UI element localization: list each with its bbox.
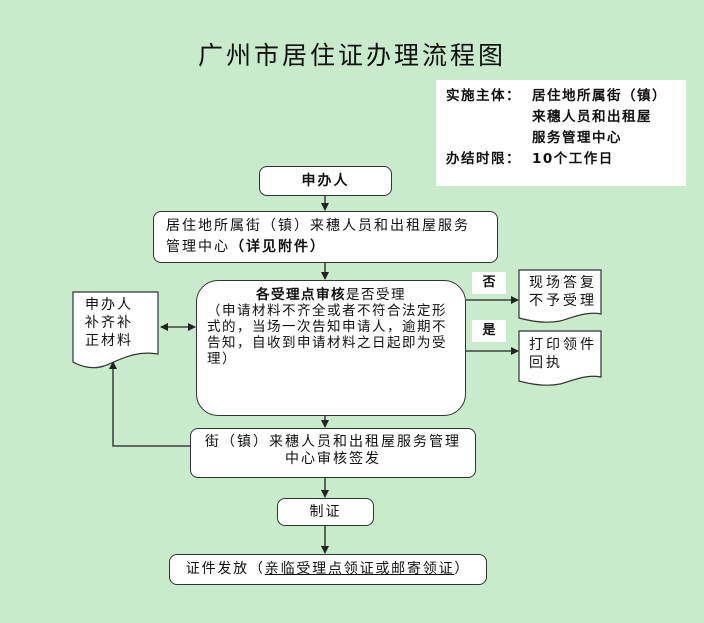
receipt-line-2: 回执 [529, 355, 563, 371]
receipt-line-1: 打印领件 [529, 337, 597, 353]
approval-box: 街（镇）来穗人员和出租屋服务管理 中心审核签发 [190, 428, 476, 478]
approval-line-1: 街（镇）来穗人员和出租屋服务管理 [205, 434, 461, 450]
implementer-row-2: 来穗人员和出租屋 [446, 107, 686, 128]
time-limit-row: 办结时限： 10个工作日 [446, 149, 686, 170]
approval-line-2: 中心审核签发 [285, 451, 381, 467]
issue-suffix: ） [454, 561, 471, 577]
reject-line-1: 现场答复 [529, 275, 597, 291]
implementer-row-3: 服务管理中心 [446, 128, 686, 149]
arrow-sign-to-supplement [109, 361, 190, 447]
review-rest: 是否受理 [346, 287, 406, 303]
page-title: 广州市居住证办理流程图 [197, 41, 506, 70]
receipt-doc: 打印领件 回执 [519, 331, 601, 381]
supplement-line-3: 正材料 [85, 333, 133, 349]
review-heading: 各受理点审核是否受理 [207, 287, 455, 303]
applicant-box: 申办人 [259, 166, 392, 196]
supplement-line-2: 补齐补 [85, 315, 133, 331]
time-limit-value: 10个工作日 [532, 151, 614, 167]
branch-label-yes: 是 [472, 320, 506, 342]
implementer-label: 实施主体： [446, 88, 521, 104]
time-limit-label: 办结时限： [446, 151, 521, 167]
supplement-doc: 申办人 补齐补 正材料 [73, 292, 158, 364]
center-line-2-wrap: 管理中心（详见附件） [166, 237, 485, 258]
supplement-line-1: 申办人 [85, 297, 133, 313]
implementer-line-1: 居住地所属街（镇） [532, 88, 667, 104]
center-line-1: 居住地所属街（镇）来穗人员和出租屋服务 [166, 218, 470, 234]
spacer [446, 128, 532, 149]
branch-label-no: 否 [472, 272, 506, 294]
spacer [446, 107, 532, 128]
reject-line-2: 不予受理 [529, 293, 597, 309]
implementer-row: 实施主体： 居住地所属街（镇） [446, 86, 686, 107]
issue-box: 证件发放（亲临受理点领证或邮寄领证） [169, 554, 487, 585]
review-note: （申请材料不齐全或者不符合法定形式的，当场一次告知申请人，逾期不告知，自收到申请… [207, 303, 447, 367]
center-line-2: 管理中心 [166, 239, 230, 255]
implementer-line-2: 来穗人员和出租屋 [532, 109, 652, 125]
implementer-line-3: 服务管理中心 [532, 130, 622, 146]
reject-doc: 现场答复 不予受理 [519, 270, 601, 320]
see-attachment-link[interactable]: （详见附件） [230, 239, 326, 255]
residence-center-box: 居住地所属街（镇）来穗人员和出租屋服务 管理中心（详见附件） [153, 211, 498, 263]
make-card-box: 制证 [277, 498, 374, 526]
info-panel: 实施主体： 居住地所属街（镇） 来穗人员和出租屋 服务管理中心 办结时限： 10… [436, 80, 686, 186]
issue-method: 亲临受理点领证或邮寄领证 [264, 561, 455, 577]
issue-prefix: 证件发放（ [185, 561, 265, 577]
review-box: 各受理点审核是否受理 （申请材料不齐全或者不符合法定形式的，当场一次告知申请人，… [196, 280, 466, 416]
review-bold: 各受理点审核 [256, 287, 346, 303]
